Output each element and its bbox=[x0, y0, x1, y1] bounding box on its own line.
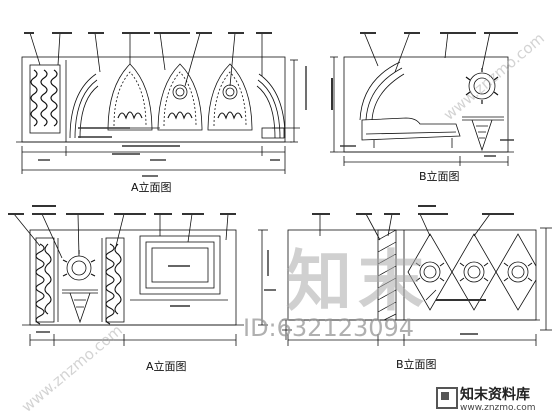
elevation-a-top bbox=[16, 32, 307, 177]
caption-b-bottom: B立面图 bbox=[396, 358, 437, 371]
elevation-a-bottom bbox=[8, 205, 276, 346]
site-logo: 知末资料库 www.znzmo.com bbox=[432, 380, 560, 420]
logo-mark-icon bbox=[436, 387, 458, 409]
logo-url: www.znzmo.com bbox=[460, 403, 536, 413]
watermark-id: ID:632123094 bbox=[243, 314, 415, 342]
elevation-b-top bbox=[330, 31, 518, 166]
caption-a-bottom: A立面图 bbox=[146, 360, 187, 373]
watermark-chars: 知末 bbox=[286, 243, 430, 320]
elevation-b-bottom bbox=[282, 205, 552, 346]
caption-a-top: A立面图 bbox=[131, 181, 172, 194]
logo-name: 知末资料库 bbox=[460, 387, 530, 403]
caption-b-top: B立面图 bbox=[419, 170, 460, 183]
